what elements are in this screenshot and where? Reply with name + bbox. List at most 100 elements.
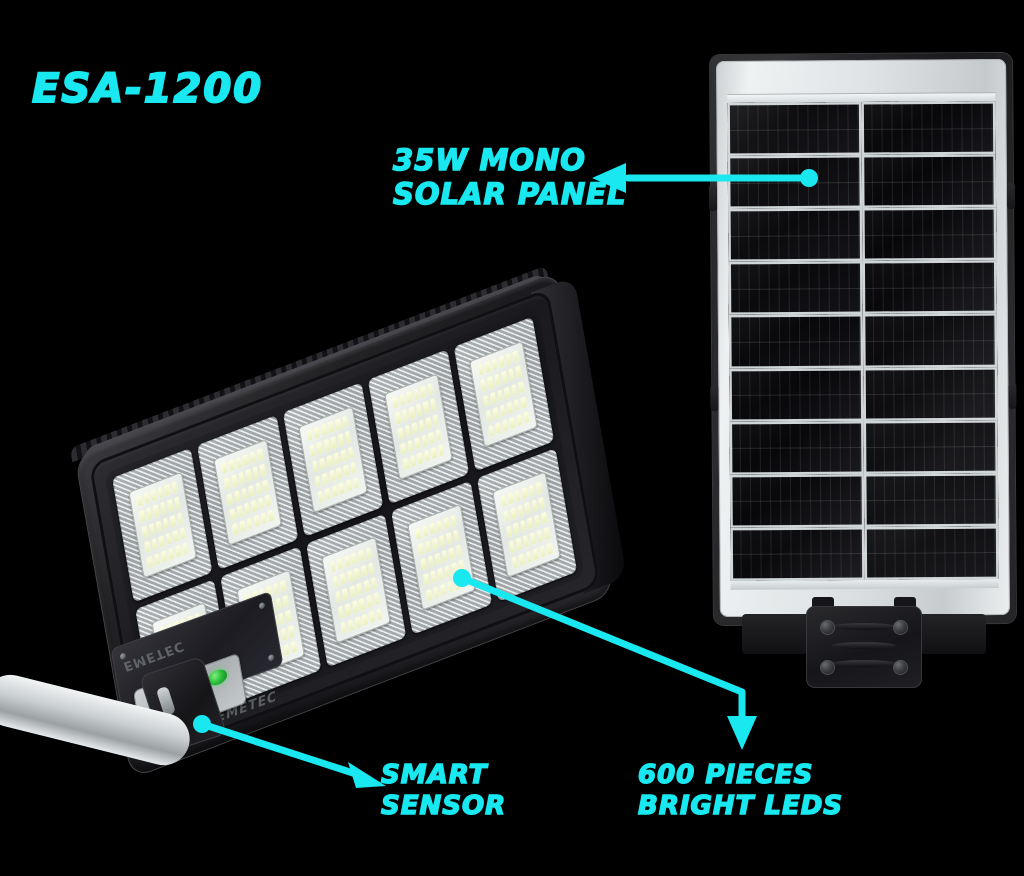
led-chip: [404, 424, 411, 437]
led-chip: [425, 540, 432, 553]
led-chip: [227, 492, 234, 505]
led-chip: [324, 488, 331, 500]
led-chip: [340, 621, 347, 634]
led-chip: [504, 386, 511, 399]
led-chip: [329, 470, 336, 482]
led-chip: [176, 512, 183, 525]
led-chip: [264, 494, 271, 507]
led-chip: [342, 588, 349, 601]
led-chip: [229, 508, 236, 521]
led-module: [282, 382, 384, 537]
led-chip: [272, 582, 279, 595]
led-chip: [248, 484, 255, 497]
led-chip: [429, 522, 436, 535]
led-chip: [224, 477, 231, 490]
bracket-ridge: [832, 642, 896, 649]
led-chip: [507, 492, 514, 505]
led-module: [391, 480, 492, 635]
led-chip: [136, 495, 143, 507]
led-chip: [143, 492, 150, 505]
led-chip: [234, 490, 241, 503]
led-chip: [312, 460, 319, 473]
led-chip: [503, 510, 510, 523]
led-chip: [535, 481, 542, 494]
led-chip: [407, 439, 414, 452]
led-chip: [171, 481, 178, 494]
led-chip: [160, 502, 167, 515]
product-model-title: ESA-1200: [31, 65, 264, 113]
led-chip: [167, 499, 174, 512]
led-chip: [153, 504, 160, 517]
solar-panel-callout-label: 35W MONO SOLAR PANEL: [392, 142, 626, 212]
led-chip: [458, 560, 465, 573]
led-chip: [346, 570, 353, 583]
led-chip: [343, 464, 350, 477]
solar-cell: [729, 420, 864, 475]
led-module: [112, 447, 213, 602]
led-chip: [518, 381, 525, 394]
led-chip: [427, 555, 434, 568]
led-chip: [417, 452, 424, 465]
led-chip: [488, 425, 495, 438]
solar-panel-graphic: [708, 52, 1017, 626]
solar-cell: [730, 526, 865, 581]
led-chip: [511, 383, 518, 396]
led-chip: [494, 373, 501, 386]
led-chip: [415, 527, 422, 540]
led-chip: [164, 484, 171, 497]
led-chip: [242, 454, 249, 467]
led-chip: [321, 424, 328, 437]
led-chip: [332, 575, 339, 588]
led-chip: [538, 496, 545, 509]
led-chip: [315, 475, 322, 488]
led-chip: [436, 519, 443, 532]
led-chip: [427, 383, 434, 396]
led-chip: [513, 399, 520, 412]
bracket-body: [806, 606, 922, 688]
led-chip: [490, 391, 497, 404]
led-chip: [520, 520, 527, 533]
led-chip: [349, 585, 356, 598]
led-chip: [444, 565, 451, 578]
led-chip: [454, 578, 461, 591]
led-chip: [424, 449, 431, 462]
sensor-callout-line-2: SENSOR: [380, 790, 507, 821]
led-chip: [158, 535, 165, 548]
led-chip: [432, 537, 439, 550]
led-chip: [395, 412, 402, 425]
led-chip: [322, 472, 329, 485]
led-chip: [477, 364, 484, 376]
solar-panel-frame: [716, 58, 1010, 618]
led-chip: [420, 386, 427, 398]
led-chip: [165, 532, 172, 545]
led-chip: [441, 550, 448, 563]
led-chip: [541, 512, 548, 524]
led-module: [453, 316, 555, 471]
led-chip: [411, 421, 418, 434]
bracket-bolt: [820, 660, 835, 675]
bracket-bolt: [893, 620, 908, 635]
solar-cell: [729, 473, 865, 528]
led-chip: [366, 595, 373, 608]
led-chip: [400, 442, 407, 455]
led-chip: [365, 546, 372, 559]
led-chip: [336, 467, 343, 480]
bracket-ridge: [832, 660, 896, 667]
led-chip: [147, 556, 154, 569]
solar-cell: [728, 261, 863, 316]
led-chip: [282, 595, 289, 607]
led-chip: [344, 555, 351, 567]
led-chip: [330, 436, 337, 449]
led-chip: [376, 608, 383, 621]
led-chip: [278, 613, 285, 625]
led-chip: [360, 564, 367, 577]
connector-arrowhead-down: [727, 716, 757, 750]
led-chip: [250, 500, 257, 513]
led-module: [197, 415, 299, 570]
led-chip: [451, 562, 458, 575]
led-chip: [335, 418, 342, 431]
led-chip: [506, 525, 513, 538]
led-chip: [513, 522, 520, 535]
led-chip: [290, 640, 297, 653]
